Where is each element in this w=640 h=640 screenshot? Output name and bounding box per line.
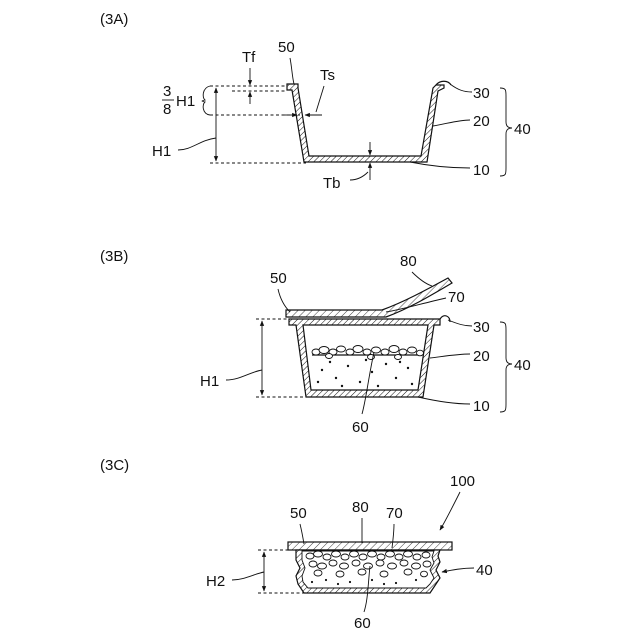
label-80-3c: 80: [352, 499, 369, 516]
leader-50-3b: [278, 289, 290, 312]
label-60-3c: 60: [354, 615, 371, 632]
label-50-3b: 50: [270, 270, 287, 287]
label-80-3b: 80: [400, 253, 417, 270]
frac-numerator: 3: [163, 83, 171, 100]
leader-10-3a: [410, 162, 470, 168]
label-h2: H2: [206, 573, 225, 590]
leader-50-3c: [300, 524, 304, 544]
container-3b-wall: [289, 319, 440, 397]
leader-60-3b: [362, 352, 374, 414]
figure-3c-title: (3C): [100, 457, 129, 474]
figure-3a-title: (3A): [100, 11, 128, 28]
label-20-3a: 20: [473, 113, 490, 130]
label-h1-3a: H1: [152, 143, 171, 160]
lid-laminate-3c: [288, 542, 452, 550]
contents-3b-grains: [312, 346, 424, 360]
label-30-3a: 30: [473, 85, 490, 102]
label-ts: Ts: [320, 67, 335, 84]
figure-3c: (3C): [100, 457, 493, 632]
container-3a-wall: [287, 84, 444, 162]
figure-3b-title: (3B): [100, 248, 128, 265]
contents-3b-dots: [317, 359, 413, 387]
label-tf: Tf: [242, 49, 256, 66]
h1-leader-3b: [226, 370, 262, 380]
leader-30-3a: [450, 84, 472, 92]
label-10-3a: 10: [473, 162, 490, 179]
h2-leader: [232, 572, 264, 580]
leader-40-3c: [442, 568, 474, 572]
figure-3b: (3B): [100, 248, 531, 436]
leader-50-3a: [290, 58, 294, 84]
label-50-3c: 50: [290, 505, 307, 522]
figure-3a: (3A) H1 3 8 H1 Tf 50 Ts: [100, 11, 531, 192]
leader-20-3b: [430, 354, 470, 358]
label-40-3c: 40: [476, 562, 493, 579]
brace-40-3b: [500, 322, 512, 412]
label-30-3b: 30: [473, 319, 490, 336]
frac-h1: H1: [176, 93, 195, 110]
leader-20-3a: [433, 120, 470, 126]
label-100: 100: [450, 473, 475, 490]
leader-80-3b: [412, 272, 432, 286]
leader-10-3b: [418, 397, 470, 404]
leader-tb: [350, 172, 368, 180]
leader-100: [440, 492, 460, 530]
frac-brace: [202, 86, 210, 115]
label-10-3b: 10: [473, 398, 490, 415]
h1-leader: [178, 138, 216, 150]
container-3b-flange-curl: [440, 316, 450, 322]
label-20-3b: 20: [473, 348, 490, 365]
leader-30-3b: [448, 320, 472, 326]
leader-ts: [316, 86, 324, 112]
label-h1-3b: H1: [200, 373, 219, 390]
frac-denominator: 8: [163, 101, 171, 118]
brace-40-3a: [500, 88, 512, 176]
label-70-3b: 70: [448, 289, 465, 306]
label-60-3b: 60: [352, 419, 369, 436]
label-tb: Tb: [323, 175, 341, 192]
label-70-3c: 70: [386, 505, 403, 522]
label-40-3b: 40: [514, 357, 531, 374]
label-40-3a: 40: [514, 121, 531, 138]
label-50-3a: 50: [278, 39, 295, 56]
